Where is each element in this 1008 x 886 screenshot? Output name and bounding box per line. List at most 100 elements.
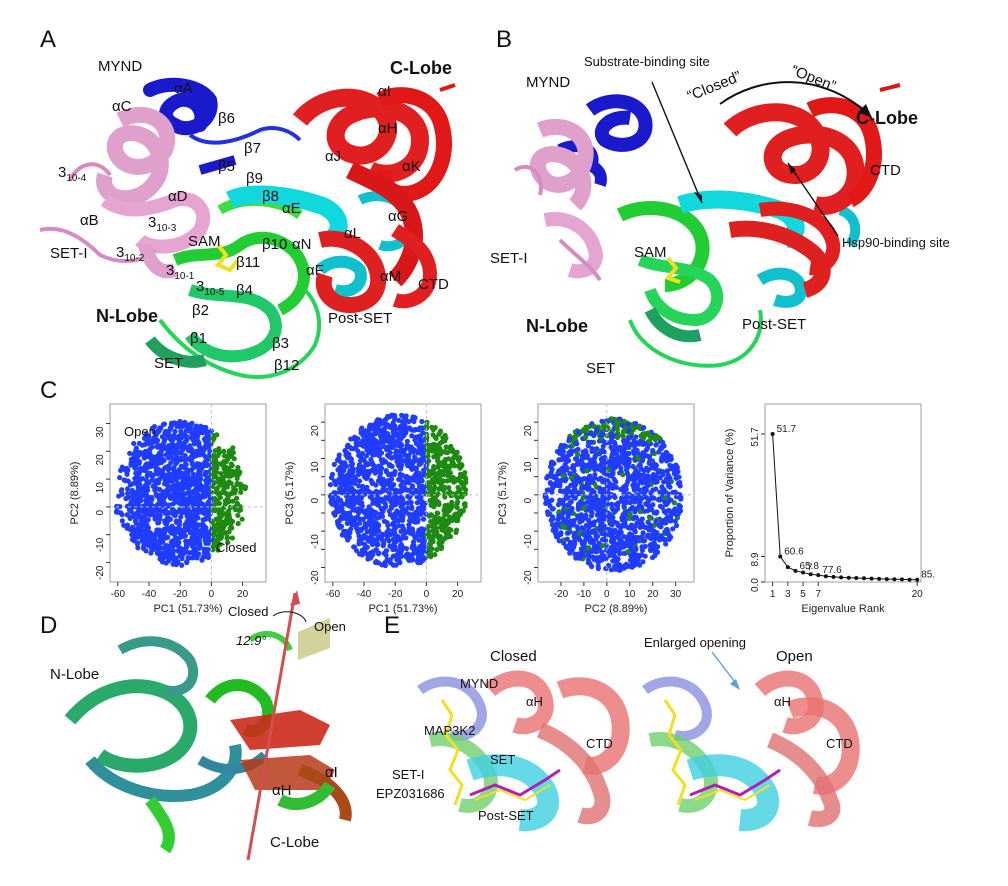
- label-b-mynd: MYND: [526, 74, 571, 91]
- scatter-point: [190, 551, 196, 557]
- label-a-aD: αD: [168, 188, 188, 205]
- label-e-ah1: αH: [526, 694, 543, 709]
- scatter-point: [192, 487, 198, 493]
- scatter-point: [204, 483, 210, 489]
- label-a-b2: β2: [192, 302, 209, 319]
- x-tick-label: 0: [209, 589, 215, 600]
- scatter-point: [185, 555, 191, 561]
- scatter-point: [163, 535, 169, 541]
- scatter-point: [142, 528, 148, 534]
- panel-letter-b: B: [496, 26, 513, 53]
- scatter-point: [221, 486, 227, 492]
- label-b-n-lobe: N-Lobe: [526, 316, 588, 336]
- scatter-point: [133, 462, 139, 469]
- scatter-point: [204, 456, 210, 462]
- label-a-b11: β11: [236, 254, 261, 271]
- scatter-point: [211, 529, 217, 535]
- scatter-point: [225, 509, 231, 516]
- label-a-b4: β4: [236, 282, 253, 299]
- scatter-point: [163, 452, 169, 458]
- scatter-point: [183, 444, 189, 450]
- scatter-point: [157, 513, 163, 519]
- scatter-point: [218, 529, 224, 535]
- scatter-point: [230, 498, 236, 504]
- scatter-point: [210, 432, 216, 439]
- label-a-b10: β10: [262, 236, 288, 253]
- scatter-point: [142, 513, 148, 519]
- scatter-point: [173, 561, 179, 568]
- scatter-point: [160, 555, 166, 561]
- scatter-point: [171, 507, 177, 513]
- scatter-point: [141, 545, 147, 552]
- scatter-point: [205, 554, 211, 561]
- scatter-point: [168, 424, 174, 430]
- scatter-point: [208, 536, 214, 543]
- label-b-set-i: SET-I: [490, 250, 528, 267]
- scatter-point: [181, 477, 188, 483]
- scatter-point: [163, 521, 169, 527]
- scatter-point: [127, 515, 133, 522]
- scatter-point: [150, 547, 156, 553]
- scatter-point: [217, 523, 223, 530]
- scatter-point: [139, 442, 145, 448]
- scatter-point: [200, 430, 206, 436]
- scatter-point: [183, 461, 189, 467]
- scatter-point: [191, 545, 197, 551]
- scatter-point: [154, 444, 160, 450]
- c-lobe-helices: [292, 88, 430, 183]
- scatter-point: [182, 491, 188, 497]
- label-e-open: Open: [776, 648, 813, 665]
- label-a-aH: αH: [378, 120, 398, 137]
- scatter-point: [172, 428, 178, 434]
- scatter-point: [232, 490, 238, 496]
- label-a-aM: αM: [380, 268, 402, 285]
- scatter-point: [144, 487, 151, 493]
- scatter-point: [228, 453, 234, 459]
- scatter-point: [143, 462, 149, 468]
- scatter-point: [153, 514, 159, 520]
- scatter-point: [171, 464, 177, 470]
- y-tick-label: 0: [95, 509, 106, 515]
- scatter-point: [119, 512, 125, 518]
- scatter-point: [186, 428, 192, 434]
- scatter-point: [144, 517, 150, 524]
- scatter-point: [142, 466, 149, 472]
- scatter-point: [158, 425, 164, 431]
- label-a-b8: β8: [262, 188, 279, 205]
- sam-molecule: [214, 243, 240, 273]
- scatter-point: [177, 457, 184, 463]
- label-e-ctd2: CTD: [826, 736, 853, 751]
- scatter-point: [158, 460, 164, 466]
- scatter-point: [220, 475, 226, 482]
- scatter-point: [182, 439, 188, 445]
- scatter-point: [235, 512, 241, 519]
- scatter-point: [174, 423, 180, 429]
- scatter-point: [229, 535, 235, 541]
- scatter-point: [160, 441, 166, 447]
- label-a-b5: β5: [218, 158, 235, 175]
- scatter-point: [189, 449, 195, 455]
- label-a-post-set: Post-SET: [328, 310, 393, 327]
- scatter-point: [117, 474, 123, 481]
- scatter-point: [194, 430, 200, 436]
- scatter-point: [191, 439, 197, 445]
- label-a-3-10-3: 310-3: [148, 214, 177, 234]
- label-a-b1: β1: [190, 330, 207, 347]
- scatter-point: [132, 497, 138, 503]
- x-tick-label: 20: [237, 589, 249, 600]
- y-tick-label: -20: [95, 565, 106, 580]
- scatter-point: [188, 493, 194, 499]
- scatter-point: [230, 445, 236, 451]
- scatter-point: [225, 539, 231, 546]
- scatter-point: [166, 443, 172, 449]
- scatter-point: [153, 491, 159, 497]
- label-e-set-i: SET-I: [392, 767, 425, 782]
- scatter-point: [180, 508, 186, 514]
- scatter-point: [159, 537, 165, 543]
- scatter-point: [204, 428, 210, 435]
- label-a-3-10-2: 310-2: [116, 244, 145, 264]
- scatter-point: [175, 481, 181, 487]
- scatter-point: [125, 478, 131, 484]
- scatter-point: [204, 475, 211, 481]
